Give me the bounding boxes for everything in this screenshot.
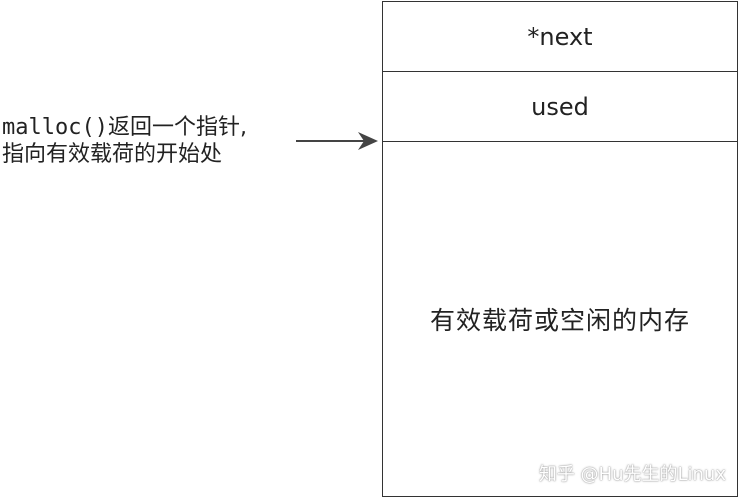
- annotation-line-2: 指向有效载荷的开始处: [2, 142, 223, 167]
- memory-block: *next used 有效载荷或空闲的内存: [382, 1, 738, 497]
- next-pointer-field: *next: [383, 2, 737, 72]
- annotation-line-1: malloc()返回一个指针,: [2, 114, 247, 141]
- watermark: 知乎 @Hu先生的Linux: [538, 464, 726, 485]
- used-field: used: [383, 72, 737, 142]
- malloc-annotation: malloc()返回一个指针, 指向有效载荷的开始处: [2, 114, 247, 168]
- annotation-line-1-text: 返回一个指针,: [107, 115, 247, 140]
- annotation-code: malloc(): [2, 115, 108, 140]
- arrow-to-payload-icon: [296, 132, 378, 150]
- payload-region: 有效载荷或空闲的内存: [383, 142, 737, 496]
- payload-label: 有效载荷或空闲的内存: [429, 306, 690, 335]
- used-label: used: [531, 92, 589, 121]
- next-pointer-label: *next: [527, 22, 593, 51]
